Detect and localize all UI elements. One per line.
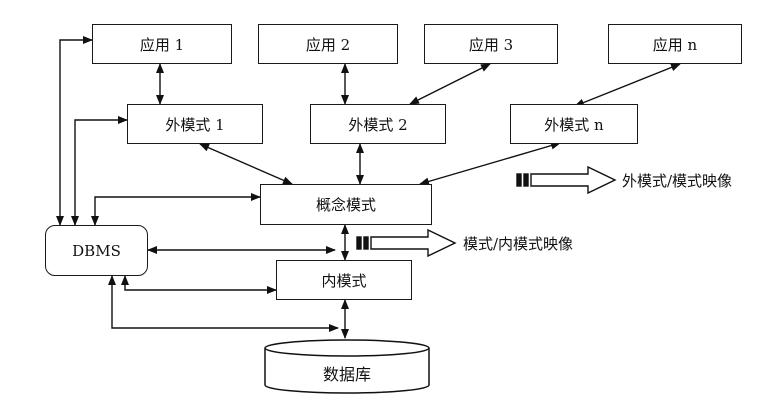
link-dbms-internal (121, 275, 277, 294)
application-box-3: 应用 3 (424, 24, 558, 64)
link-extn-conceptual (419, 141, 561, 186)
link-app3-ext2 (409, 63, 491, 105)
application-box-n: 应用 n (608, 24, 742, 64)
external-schema-label: 外模式 n (544, 115, 604, 134)
external-schema-label: 外模式 2 (348, 115, 408, 134)
external-schema-box-2: 外模式 2 (310, 104, 446, 144)
application-box-1: 应用 1 (92, 24, 232, 64)
application-label: 应用 3 (468, 35, 514, 54)
database-cylinder (264, 339, 430, 394)
application-label: 应用 2 (305, 35, 351, 54)
external-schema-label: 外模式 1 (165, 115, 225, 134)
external-mapping-label: 外模式/模式映像 (622, 172, 733, 190)
external-mapping-arrow (516, 165, 617, 195)
internal-mapping-label: 模式/内模式映像 (463, 235, 574, 253)
link-dbms-ext1 (71, 116, 128, 226)
link-dbms-app1 (56, 36, 93, 226)
conceptual-schema-box: 概念模式 (260, 184, 432, 225)
link-dbms-conceptual (91, 193, 261, 226)
internal-schema-label: 内模式 (321, 271, 367, 290)
link-ext1-conceptual (199, 143, 293, 185)
link-dbms-database (108, 275, 339, 332)
application-box-2: 应用 2 (258, 24, 398, 64)
dbms-box: DBMS (45, 225, 148, 276)
database-label: 数据库 (322, 365, 371, 384)
link-appn-extn (574, 63, 681, 107)
dbms-label: DBMS (72, 241, 121, 260)
application-label: 应用 1 (139, 35, 185, 54)
internal-mapping-arrow (356, 228, 457, 258)
conceptual-schema-label: 概念模式 (315, 196, 376, 214)
external-schema-box-1: 外模式 1 (127, 104, 263, 144)
external-schema-box-n: 外模式 n (510, 104, 638, 144)
internal-schema-box: 内模式 (276, 260, 412, 300)
application-label: 应用 n (652, 35, 698, 54)
